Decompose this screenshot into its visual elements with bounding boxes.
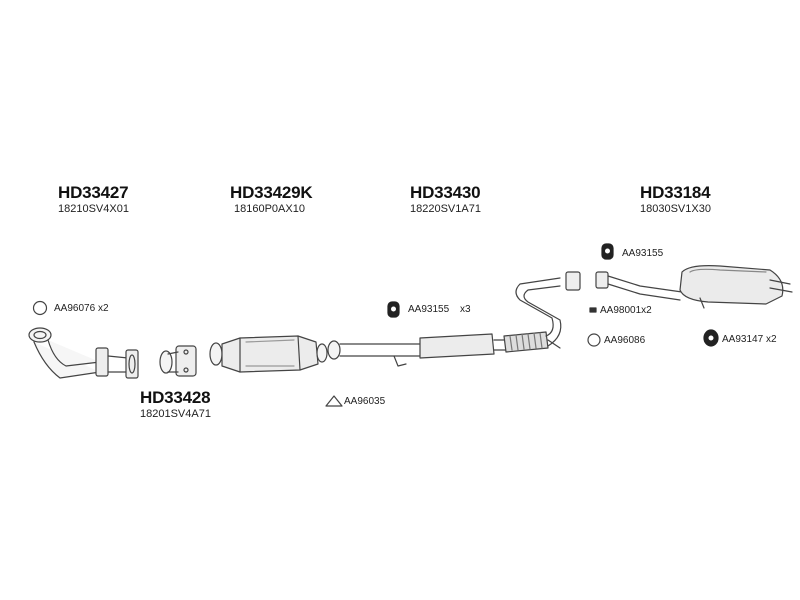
part-number-front-pipe: HD33427	[58, 183, 129, 202]
part-number-catalytic-converter: HD33429K	[230, 183, 313, 202]
accessory-label: AA93155 x3	[408, 304, 471, 315]
triangle-gasket-icon	[325, 395, 343, 407]
accessory-label: AA93155	[622, 248, 663, 259]
rubber-hanger-icon	[601, 243, 614, 260]
gasket-ring-icon	[587, 333, 601, 347]
rubber-mount-icon	[703, 329, 719, 347]
accessory-label: AA93147 x2	[722, 334, 777, 345]
front-pipe-part	[28, 327, 139, 379]
accessory-qty: x2	[97, 303, 109, 314]
accessory-qty: x3	[459, 304, 471, 315]
accessory-label: AA96076 x2	[54, 303, 109, 314]
accessory-code: AA98001	[600, 305, 642, 316]
rubber-hanger-icon	[387, 301, 400, 318]
oem-number-front-pipe: 18210SV4X01	[58, 203, 129, 215]
part-number-rear-silencer: HD33184	[640, 183, 711, 202]
catalytic-converter-part	[209, 335, 328, 373]
accessory-code: AA96035	[344, 396, 386, 407]
intermediate-pipe-part	[159, 345, 197, 377]
accessory-label: AA96035	[344, 396, 385, 407]
oem-number-catalytic-converter: 18160P0AX10	[234, 203, 305, 215]
clamp-icon	[589, 307, 597, 313]
center-pipe-part	[327, 271, 581, 367]
accessory-label: AA96086	[604, 335, 645, 346]
accessory-qty: x2	[641, 305, 652, 316]
part-number-center-pipe: HD33430	[410, 183, 481, 202]
accessory-code: AA96076	[54, 303, 96, 314]
oem-number-center-pipe: 18220SV1A71	[410, 203, 481, 215]
accessory-code: AA93147	[722, 334, 764, 345]
accessory-qty: x2	[765, 334, 777, 345]
accessory-code: AA93155	[408, 304, 450, 315]
rear-silencer-part	[595, 265, 793, 309]
part-number-intermediate-pipe: HD33428	[140, 388, 211, 407]
oem-number-rear-silencer: 18030SV1X30	[640, 203, 711, 215]
oem-number-intermediate-pipe: 18201SV4A71	[140, 408, 211, 420]
gasket-ring-icon	[32, 300, 48, 316]
accessory-code: AA93155	[622, 248, 664, 259]
accessory-code: AA96086	[604, 335, 646, 346]
accessory-label: AA98001x2	[600, 305, 652, 316]
